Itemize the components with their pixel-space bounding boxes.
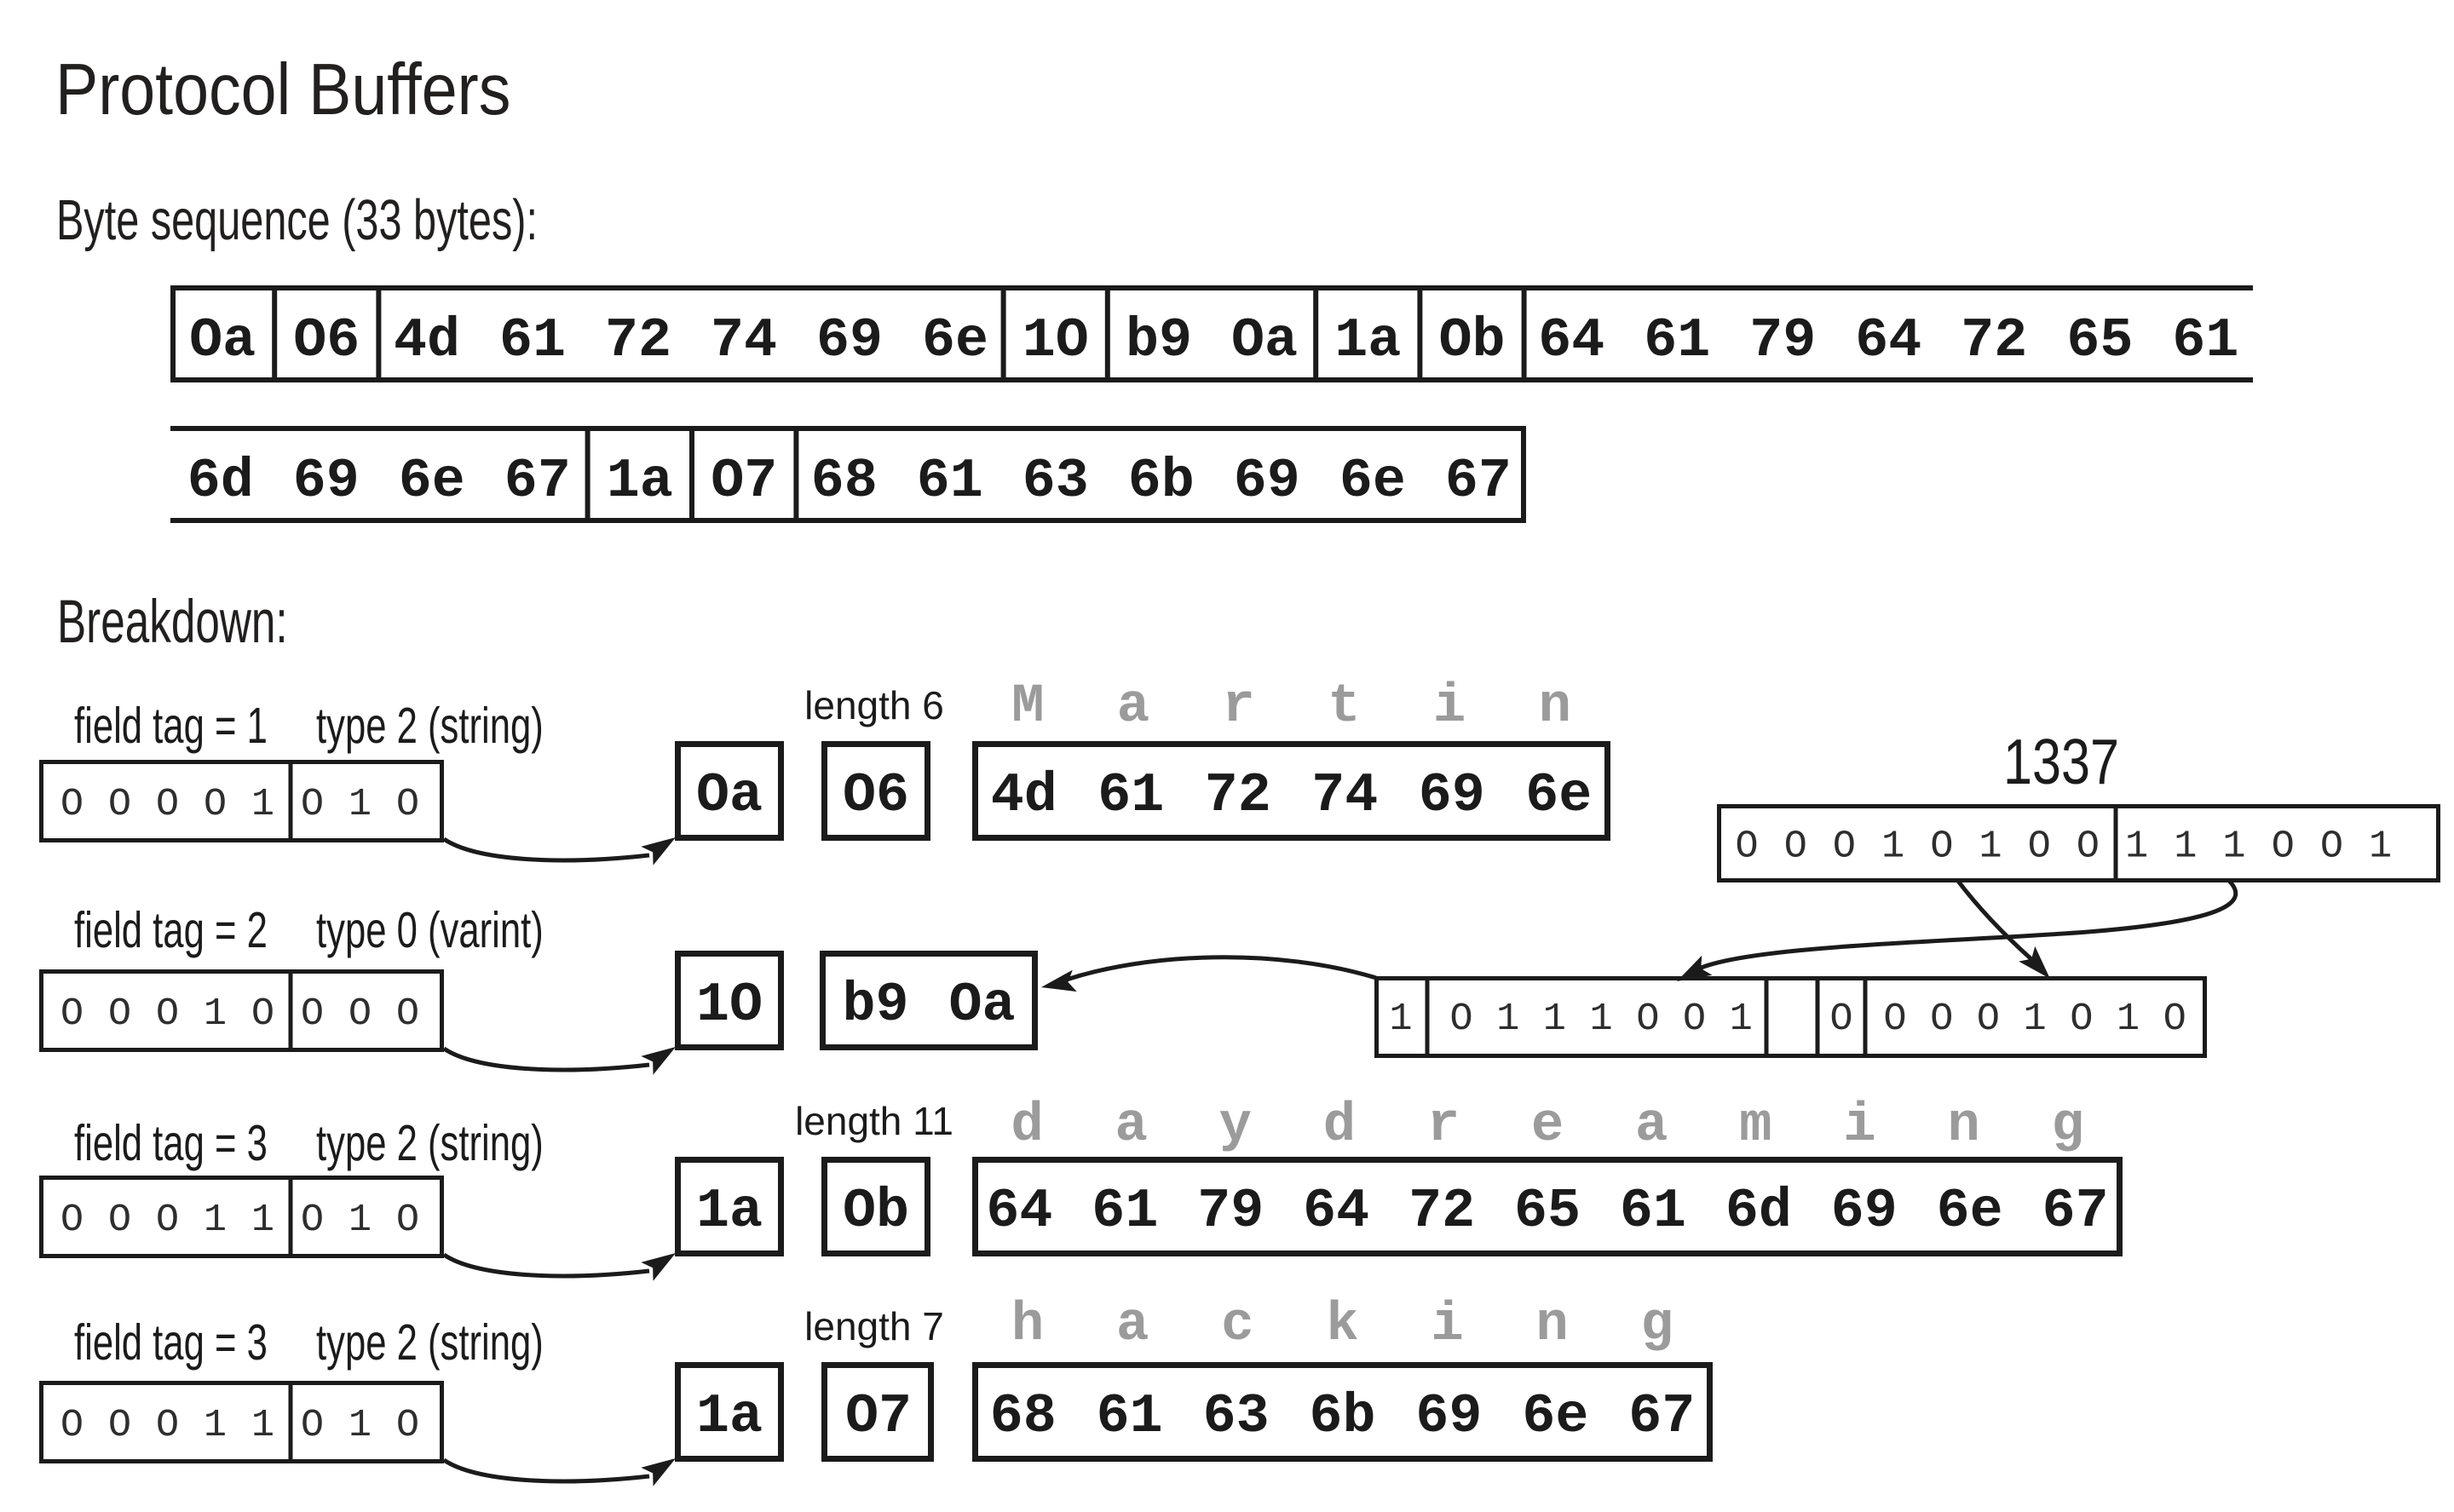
svg-text:O7: O7 [711,450,777,513]
svg-text:68 61 63 6b 69 6e 67: 68 61 63 6b 69 6e 67 [811,450,1512,513]
svg-text:daydreaming: daydreaming [1011,1095,2155,1157]
svg-text:length 7: length 7 [804,1304,944,1348]
svg-text:type 2 (string): type 2 (string) [316,698,544,754]
svg-text:1a: 1a [696,1180,763,1243]
svg-text:field tag = 1: field tag = 1 [74,698,268,754]
svg-text:OOOO1: OOOO1 [60,783,299,826]
svg-text:b9 Oa: b9 Oa [842,974,1015,1037]
svg-text:length 6: length 6 [804,683,944,727]
svg-text:O6: O6 [843,764,909,827]
svg-text:O6: O6 [293,309,360,372]
svg-text:OOO: OOO [301,992,444,1036]
svg-text:Oa: Oa [696,764,763,827]
svg-text:O1O: O1O [301,1199,444,1242]
svg-text:1O: 1O [1022,309,1089,372]
svg-text:type 0 (varint): type 0 (varint) [316,902,544,958]
svg-text:Protocol Buffers: Protocol Buffers [55,49,510,130]
svg-text:type 2 (string): type 2 (string) [316,1314,544,1371]
svg-text:hacking: hacking [1011,1295,1746,1356]
svg-text:4d 61 72 74 69 6e: 4d 61 72 74 69 6e [991,764,1593,827]
svg-text:4d 61 72 74 69 6e: 4d 61 72 74 69 6e [394,309,988,372]
svg-text:Oa: Oa [189,309,256,372]
svg-text:Ob: Ob [1438,309,1505,372]
svg-text:O: O [1830,997,1877,1041]
svg-text:64 61 79 64 72 65 61 6d 69 6e: 64 61 79 64 72 65 61 6d 69 6e 67 [986,1180,2108,1243]
svg-text:field tag = 3: field tag = 3 [74,1314,268,1371]
svg-text:1a: 1a [696,1385,763,1448]
svg-text:1337: 1337 [2003,727,2119,797]
svg-text:1: 1 [1390,997,1437,1041]
svg-text:Martin: Martin [1011,676,1644,738]
svg-text:O1O: O1O [301,783,444,826]
svg-text:68 61 63 6b 69 6e 67: 68 61 63 6b 69 6e 67 [990,1385,1696,1448]
svg-text:type 2 (string): type 2 (string) [316,1115,544,1171]
svg-text:OOO1O1OO111OO1: OOO1O1OO111OO1 [1736,825,2418,869]
svg-text:OOO1O1O: OOO1O1O [1884,997,2210,1041]
svg-text:1a: 1a [607,450,673,513]
svg-text:length 11: length 11 [795,1099,953,1143]
svg-text:O7: O7 [845,1385,912,1448]
svg-text:O111OO1: O111OO1 [1450,997,1777,1041]
svg-text:OOO1O: OOO1O [60,992,299,1036]
svg-text:Ob: Ob [843,1180,909,1243]
svg-text:field tag = 3: field tag = 3 [74,1115,268,1171]
svg-text:1O: 1O [696,974,763,1037]
svg-text:OOO11: OOO11 [60,1404,299,1447]
svg-text:OOO11: OOO11 [60,1199,299,1242]
svg-text:64 61 79 64 72 65 61: 64 61 79 64 72 65 61 [1538,309,2238,372]
svg-text:O1O: O1O [301,1404,444,1447]
svg-text:1a: 1a [1334,309,1401,372]
svg-text:Byte sequence (33 bytes):: Byte sequence (33 bytes): [56,188,538,251]
svg-text:b9 Oa: b9 Oa [1126,309,1298,372]
svg-text:field tag = 2: field tag = 2 [74,902,268,958]
svg-text:Breakdown:: Breakdown: [57,589,288,656]
svg-text:6d 69 6e 67: 6d 69 6e 67 [187,450,571,513]
